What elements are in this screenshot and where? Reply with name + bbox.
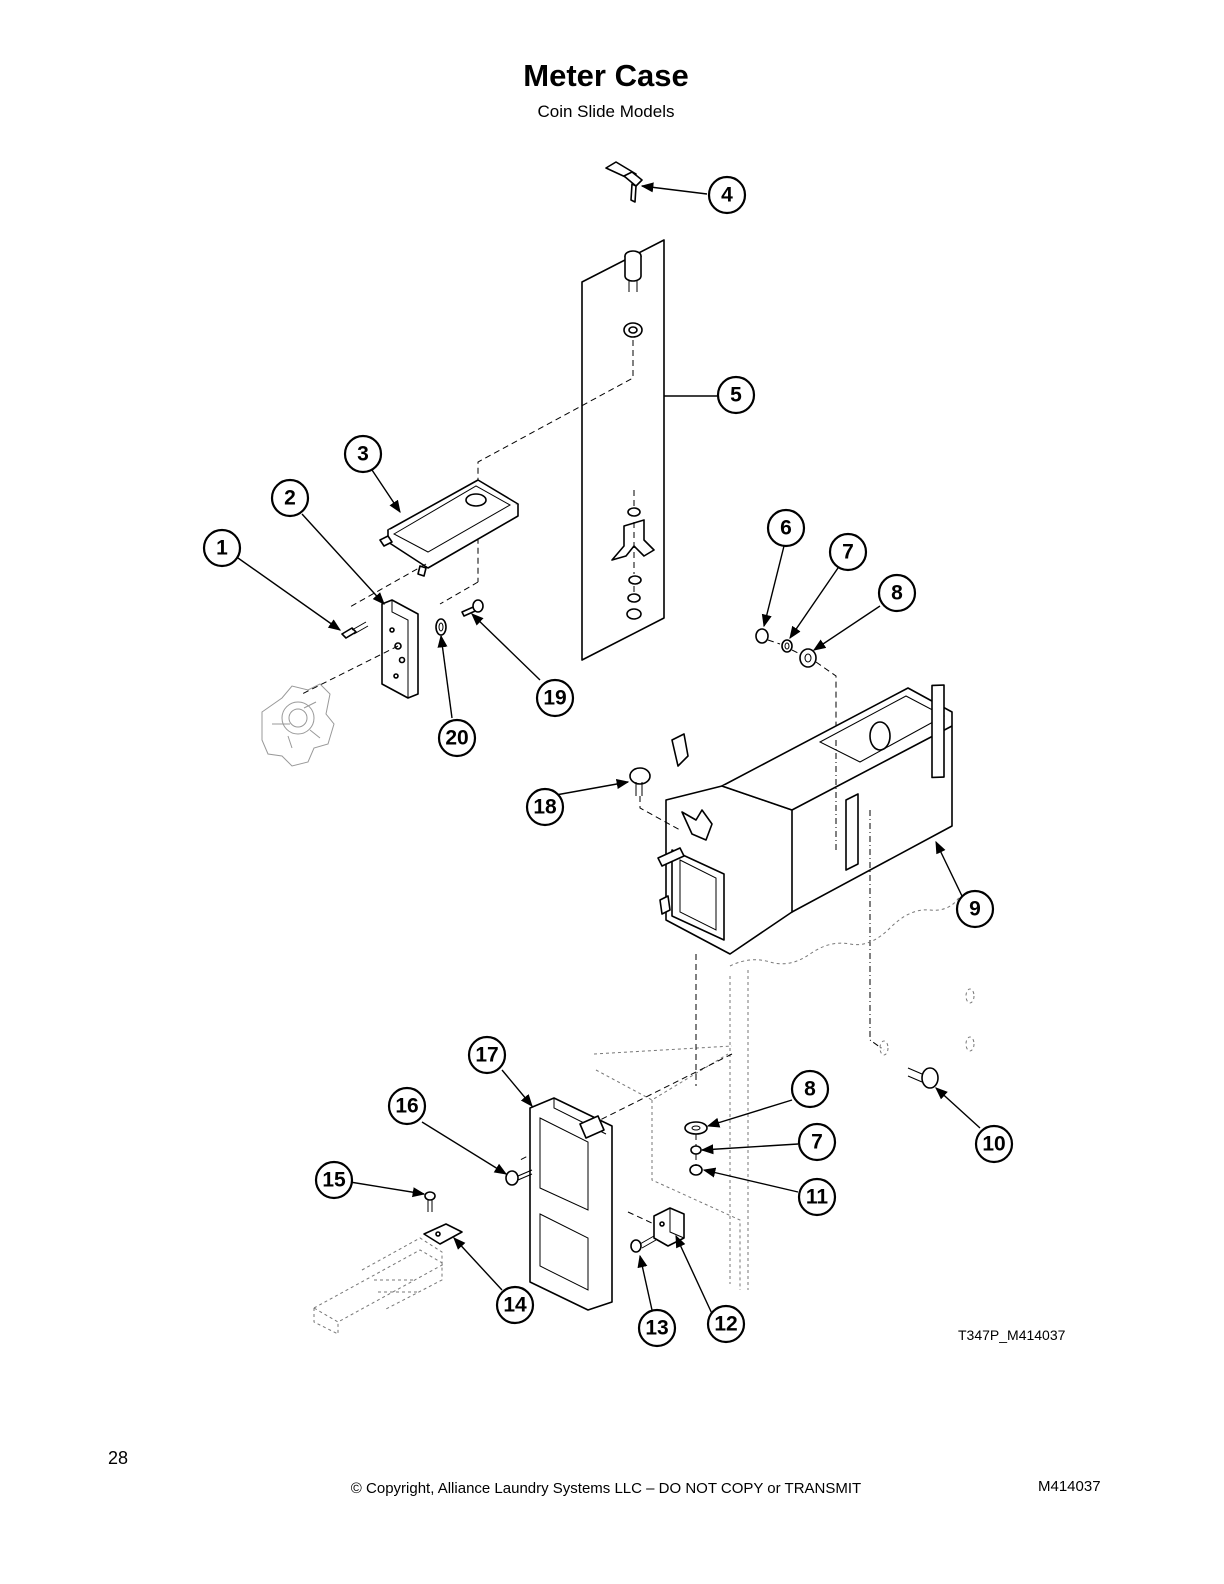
- screw-part-15: [424, 1191, 436, 1212]
- key-part: [605, 161, 643, 203]
- callout-20: 20: [437, 718, 477, 758]
- callout-10: 10: [974, 1124, 1014, 1164]
- screw-part-1: [341, 621, 369, 639]
- callout-3: 3: [343, 434, 383, 474]
- meter-mechanism-phantom: [261, 683, 335, 767]
- callout-label: 16: [395, 1095, 418, 1118]
- callout-label: 18: [533, 796, 557, 819]
- callout-label: 4: [721, 184, 733, 207]
- callout-label: 1: [216, 537, 228, 560]
- callout-label: 11: [806, 1186, 829, 1209]
- callout-19: 19: [535, 678, 575, 718]
- callout-label: 19: [543, 687, 566, 710]
- screw-part-16: [505, 1169, 533, 1186]
- hardware-set-lower: [684, 1121, 708, 1176]
- callout-label: 8: [891, 582, 903, 605]
- callout-label: 7: [811, 1131, 823, 1154]
- small-plate-part: [423, 1223, 463, 1245]
- cover-plate-part: [379, 479, 519, 577]
- callout-8: 8: [877, 573, 917, 613]
- callout-label: 10: [982, 1133, 1005, 1156]
- screw-part-19: [461, 599, 484, 617]
- callout-13: 13: [637, 1308, 677, 1348]
- callout-label: 6: [780, 517, 792, 540]
- document-number: M414037: [1038, 1478, 1101, 1495]
- meter-case-part: [657, 684, 953, 1051]
- callout-18: 18: [525, 787, 565, 827]
- screw-part-13: [630, 1235, 657, 1253]
- callout-8-lower: 8: [790, 1069, 830, 1109]
- coin-slide-frame-part: [529, 1097, 613, 1311]
- drawing-code: T347P_M414037: [958, 1327, 1066, 1343]
- callout-4: 4: [707, 175, 747, 215]
- bracket-plate-part: [301, 563, 479, 699]
- callout-label: 3: [357, 443, 369, 466]
- callout-9: 9: [955, 889, 995, 929]
- screw-part-10: [907, 1067, 939, 1089]
- callout-label: 12: [714, 1313, 737, 1336]
- callout-1: 1: [202, 528, 242, 568]
- cabinet-phantom: [519, 895, 975, 1290]
- callout-label: 13: [645, 1317, 668, 1340]
- callout-label: 8: [804, 1078, 816, 1101]
- callout-label: 7: [842, 541, 854, 564]
- callout-16: 16: [387, 1086, 427, 1126]
- callout-label: 9: [969, 898, 981, 921]
- callout-7-lower: 7: [797, 1122, 837, 1162]
- page-title: Meter Case: [523, 58, 689, 93]
- callout-label: 5: [730, 384, 742, 407]
- leader-lines: [237, 182, 981, 1319]
- callout-6: 6: [766, 508, 806, 548]
- callout-label: 14: [503, 1294, 527, 1317]
- page-number: 28: [108, 1448, 129, 1468]
- callout-14: 14: [495, 1285, 535, 1325]
- callout-7: 7: [828, 532, 868, 572]
- callout-17: 17: [467, 1035, 507, 1075]
- coin-slide-phantom: [312, 1237, 446, 1335]
- lock-panel-part: [477, 239, 665, 661]
- washer-part-20: [435, 618, 447, 636]
- callout-label: 2: [284, 487, 296, 510]
- callout-label: 15: [322, 1169, 346, 1192]
- copyright-notice: © Copyright, Alliance Laundry Systems LL…: [350, 1480, 862, 1497]
- callout-15: 15: [314, 1160, 354, 1200]
- callout-label: 20: [445, 727, 468, 750]
- page-subtitle: Coin Slide Models: [537, 102, 675, 121]
- callout-label: 17: [475, 1044, 498, 1067]
- callout-12: 12: [706, 1304, 746, 1344]
- callout-2: 2: [270, 478, 310, 518]
- callout-5: 5: [716, 375, 756, 415]
- screw-part-18: [629, 767, 681, 831]
- callout-11: 11: [797, 1177, 837, 1217]
